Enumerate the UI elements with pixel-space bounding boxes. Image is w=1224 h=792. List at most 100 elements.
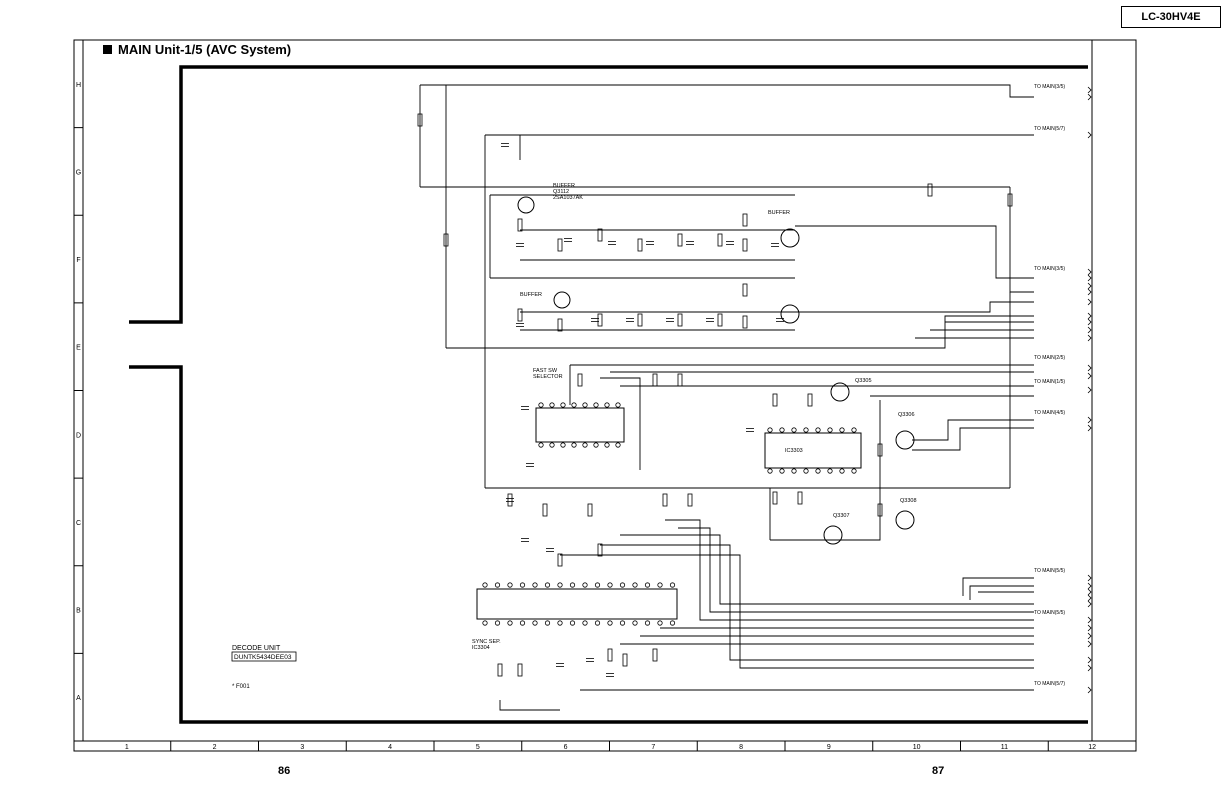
ic-pin (644, 582, 651, 588)
wire-b7 (969, 585, 1034, 600)
ic-pin (560, 402, 566, 408)
resistor (742, 213, 748, 227)
col-label-6: 6 (564, 744, 568, 751)
ic-pin (544, 620, 551, 626)
connector-arrow-icon (1087, 616, 1092, 624)
connector-arrow-icon (1087, 326, 1092, 334)
page-number-right-text: 87 (932, 765, 945, 777)
label-q3307: Q3307 (833, 513, 850, 519)
wire-e-out1 (795, 315, 1034, 349)
conn-label-5: TO MAIN(4/5) (1034, 410, 1065, 416)
wire-d-out5 (912, 427, 1034, 451)
connector-arrow-icon (1087, 594, 1092, 602)
page-title: MAIN Unit-1/5 (AVC System) (103, 42, 291, 57)
ic-pin (815, 427, 821, 433)
resistor (717, 313, 723, 327)
ic-pin (571, 442, 577, 448)
resistor (717, 233, 723, 247)
label-buffer-right: BUFFER (768, 210, 790, 216)
ics (476, 407, 862, 620)
page-number-right: 87 (932, 765, 944, 777)
ic-pin (532, 582, 538, 588)
resistor (557, 238, 563, 252)
connector-arrow-icon (1087, 640, 1092, 648)
label-buffer-top: BUFFER (553, 183, 575, 189)
ic-pin (815, 468, 821, 474)
wire-right-down (1009, 187, 1034, 293)
ic-pin (582, 582, 588, 588)
model-number: LC-30HV4E (1141, 11, 1201, 23)
ic-pin (549, 402, 555, 408)
col-label-11: 11 (1001, 744, 1008, 751)
ic-pin (594, 620, 601, 626)
row-label-a: A (76, 695, 81, 702)
ic-pin (607, 582, 613, 588)
connector-arrow-icon (1087, 288, 1092, 296)
label-q3306: Q3306 (898, 412, 915, 418)
ic-sync-sep (476, 588, 678, 620)
wire-row1-out (795, 225, 1034, 279)
resistor (687, 493, 693, 507)
wire-b1 (665, 519, 1034, 621)
label-buffer-mid: BUFFER (520, 292, 542, 298)
block-labels: BUFFER Q3112 2SA1037AK BUFFER BUFFER FAS… (472, 183, 917, 651)
col-label-4: 4 (388, 744, 392, 751)
model-number-box: LC-30HV4E (1121, 6, 1221, 28)
connector-arrow-icon (1087, 582, 1092, 590)
ic-pin (544, 582, 551, 588)
ic-pin (538, 442, 544, 448)
connector-arrow-icon (1087, 600, 1092, 608)
ic-pin (644, 620, 651, 626)
connector-arrow-icon (1087, 386, 1092, 394)
transistor-q3308 (895, 510, 915, 530)
connector-arrow-icon (1087, 86, 1092, 94)
ic-pin (791, 427, 797, 433)
ic-pin (482, 582, 488, 588)
ic-pin (569, 620, 576, 626)
ic-pin (594, 582, 601, 588)
ic-pin (482, 620, 488, 626)
row-label-e: E (76, 345, 81, 352)
ic-3303 (764, 432, 862, 469)
decode-title: DECODE UNIT (232, 645, 281, 652)
connector-arrow-icon (1087, 372, 1092, 380)
wire-b2 (678, 527, 1034, 613)
ic-pin (632, 582, 638, 588)
ic-pin (657, 582, 663, 588)
row-label-f: F (76, 257, 80, 264)
resistor (637, 313, 643, 327)
label-sync-ref: IC3304 (472, 645, 490, 651)
resistor (1007, 193, 1013, 207)
label-fast-sw: FAST SW (533, 368, 558, 374)
conn-label-1: TO MAIN(5/7) (1034, 126, 1065, 132)
connector-arrow-icon (1087, 268, 1092, 276)
ic-pin (657, 620, 663, 626)
resistor (607, 648, 613, 662)
col-label-8: 8 (739, 744, 743, 751)
col-label-12: 12 (1088, 744, 1096, 751)
ic-pin (593, 402, 599, 408)
ic-pin (582, 442, 588, 448)
page-number-left: 86 (278, 765, 290, 777)
decode-part: DUNTK5434DEE03 (234, 654, 292, 661)
wire-d-out4 (912, 419, 1034, 441)
resistor (417, 113, 423, 127)
ic-pin (593, 442, 599, 448)
row-label-g: G (76, 169, 81, 176)
resistor (597, 543, 603, 557)
ic-pin (604, 442, 610, 448)
resistor (497, 663, 503, 677)
resistor (677, 373, 683, 387)
conn-label-7: TO MAIN(5/5) (1034, 610, 1065, 616)
wire-c-loop (770, 400, 881, 541)
conn-label-6: TO MAIN(5/5) (1034, 568, 1065, 574)
connector-arrow-icon (1087, 312, 1092, 320)
resistor (517, 218, 523, 232)
connector-arrow-icon (1087, 416, 1092, 424)
decode-unit: DECODE UNIT DUNTK5434DEE03 * F001 (231, 645, 297, 690)
wire-a2 (499, 700, 560, 711)
ic-pin (803, 468, 809, 474)
connector-arrow-icon (1087, 574, 1092, 582)
row-label-h: H (76, 82, 81, 89)
ic-pin (827, 427, 833, 433)
